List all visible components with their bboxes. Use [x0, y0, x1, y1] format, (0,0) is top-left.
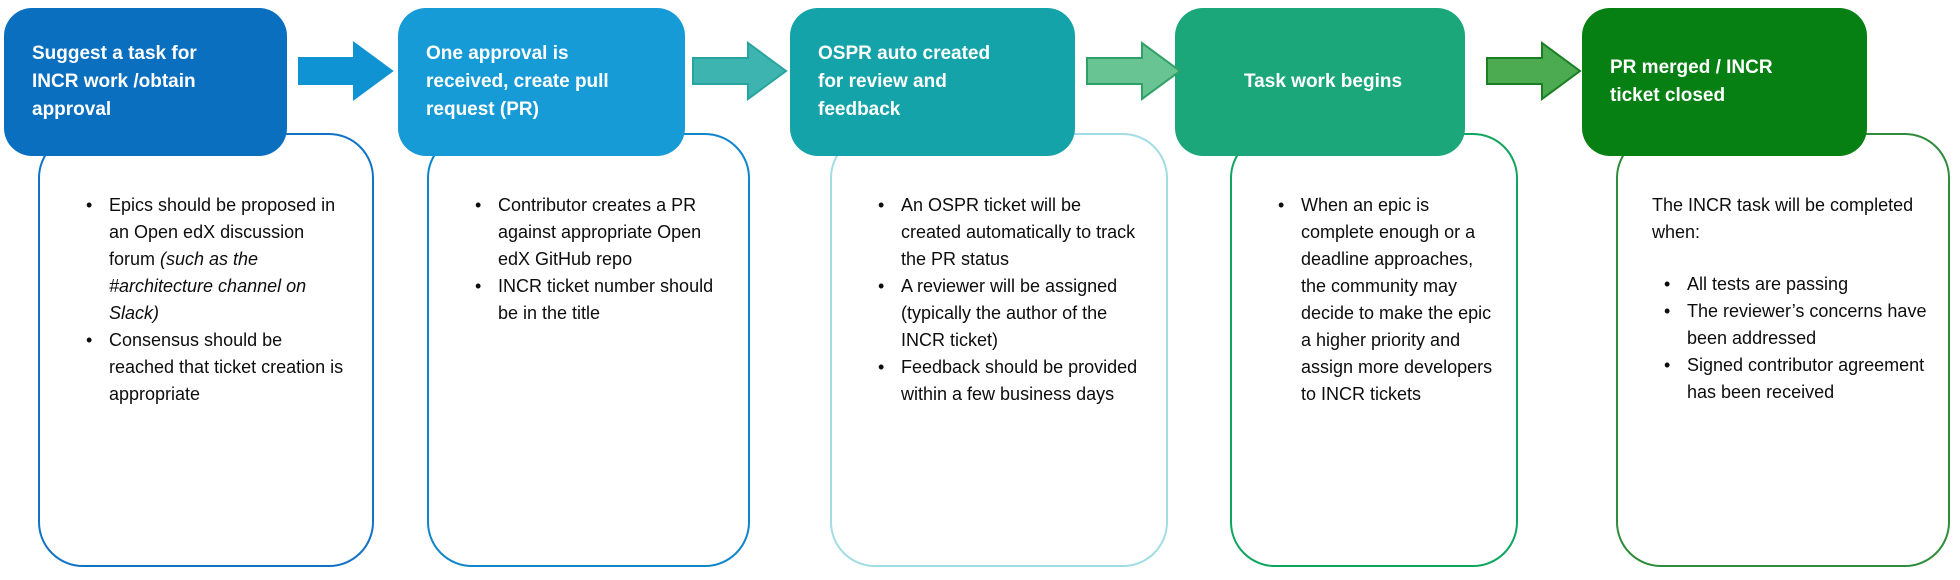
arrow-shape [1486, 41, 1582, 101]
flow-arrow-4-icon [1486, 41, 1582, 101]
bullet-item: • Consensus should be reached that ticke… [74, 327, 352, 408]
bullet-text: The reviewer’s concerns have been addres… [1687, 301, 1927, 348]
arrow-shape [692, 41, 788, 101]
bullet-text: An OSPR ticket will be created automatic… [901, 195, 1136, 269]
stage-3-bullet-list: • An OSPR ticket will be created automat… [866, 192, 1146, 408]
stage-1-header: Suggest a task for INCR work /obtain app… [4, 8, 287, 156]
stage-4-header: Task work begins [1175, 8, 1465, 156]
stage-2-detail-box: • Contributor creates a PR against appro… [427, 133, 750, 567]
stage-1-detail-box: • Epics should be proposed in an Open ed… [38, 133, 374, 567]
bullet-text: Epics should be proposed in an Open edX … [109, 192, 352, 327]
bullet-text-regular: Epics should be proposed in an Open edX … [109, 195, 336, 269]
stage-2-header: One approval is received, create pull re… [398, 8, 685, 156]
stage-2-bullet-list: • Contributor creates a PR against appro… [463, 192, 728, 327]
stage-5-detail-box: The INCR task will be completed when: • … [1616, 133, 1950, 567]
flow-arrow-1-icon [298, 41, 394, 101]
bullet-marker: • [86, 330, 93, 350]
stage-5-header: PR merged / INCR ticket closed [1582, 8, 1867, 156]
bullet-item: • Feedback should be provided within a f… [866, 354, 1146, 408]
bullet-text: When an epic is complete enough or a dea… [1301, 195, 1493, 404]
arrow-shape [1086, 41, 1182, 101]
bullet-item: • All tests are passing [1652, 271, 1928, 298]
bullet-marker: • [1664, 274, 1671, 294]
stage-4-bullet-list: • When an epic is complete enough or a d… [1266, 192, 1496, 408]
flow-arrow-2-icon [692, 41, 788, 101]
bullet-marker: • [1278, 195, 1285, 215]
bullet-item: • A reviewer will be assigned (typically… [866, 273, 1146, 354]
bullet-marker: • [878, 195, 885, 215]
bullet-marker: • [1664, 355, 1671, 375]
bullet-marker: • [475, 195, 482, 215]
bullet-text: INCR ticket number should be in the titl… [498, 276, 714, 323]
bullet-item: • The reviewer’s concerns have been addr… [1652, 298, 1928, 352]
bullet-text: All tests are passing [1687, 274, 1849, 294]
stage-4-detail-box: • When an epic is complete enough or a d… [1230, 133, 1518, 567]
flow-arrow-3-icon [1086, 41, 1182, 101]
bullet-item: • Contributor creates a PR against appro… [463, 192, 728, 273]
arrow-shape [298, 41, 394, 101]
bullet-marker: • [878, 357, 885, 377]
bullet-text: Feedback should be provided within a few… [901, 357, 1138, 404]
stage-5-bullet-list: • All tests are passing • The reviewer’s… [1652, 271, 1928, 406]
bullet-marker: • [1664, 301, 1671, 321]
bullet-item: • Signed contributor agreement has been … [1652, 352, 1928, 406]
bullet-text: Contributor creates a PR against appropr… [498, 195, 702, 269]
stage-1-bullet-list: • Epics should be proposed in an Open ed… [74, 192, 352, 408]
bullet-text: Consensus should be reached that ticket … [109, 330, 344, 404]
bullet-item: • INCR ticket number should be in the ti… [463, 273, 728, 327]
stage-3-header: OSPR auto created for review and feedbac… [790, 8, 1075, 156]
stage-5-intro-text: The INCR task will be completed when: [1652, 195, 1914, 242]
bullet-text-italic: (such as the #architecture channel on Sl… [109, 249, 307, 323]
bullet-item: • An OSPR ticket will be created automat… [866, 192, 1146, 273]
stage-3-detail-box: • An OSPR ticket will be created automat… [830, 133, 1168, 567]
bullet-text: Signed contributor agreement has been re… [1687, 355, 1925, 402]
bullet-text: A reviewer will be assigned (typically t… [901, 276, 1118, 350]
bullet-item: • When an epic is complete enough or a d… [1266, 192, 1496, 408]
bullet-marker: • [475, 276, 482, 296]
bullet-marker: • [86, 195, 93, 215]
bullet-marker: • [878, 276, 885, 296]
bullet-item: • Epics should be proposed in an Open ed… [74, 192, 352, 327]
